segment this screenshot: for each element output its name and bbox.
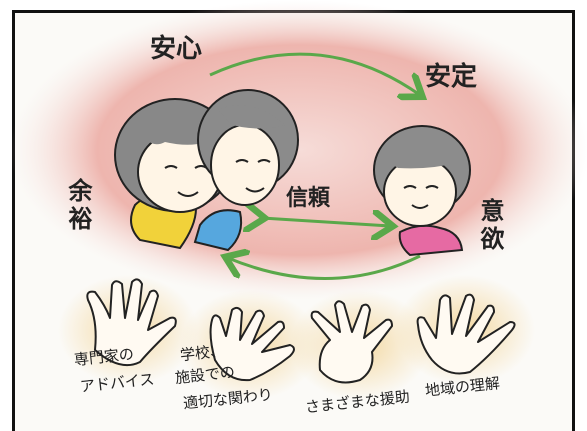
label-composure: 余裕 <box>64 178 92 234</box>
hand-2 <box>209 306 295 382</box>
label-peace-of-mind: 安心 <box>150 34 203 64</box>
hand-4 <box>416 293 516 375</box>
child-figure <box>373 125 471 257</box>
arrow-to-stability <box>209 52 420 95</box>
arrow-return <box>228 256 421 280</box>
label-trust: 信頼 <box>286 186 331 211</box>
trust-arrow <box>262 218 390 226</box>
pink-halo-background <box>10 0 587 300</box>
label-stability: 安定 <box>425 62 478 92</box>
adult-figure-back <box>193 89 299 252</box>
hand-3 <box>310 300 393 384</box>
label-motivation: 意欲 <box>476 198 504 254</box>
hand-1 <box>86 278 177 366</box>
